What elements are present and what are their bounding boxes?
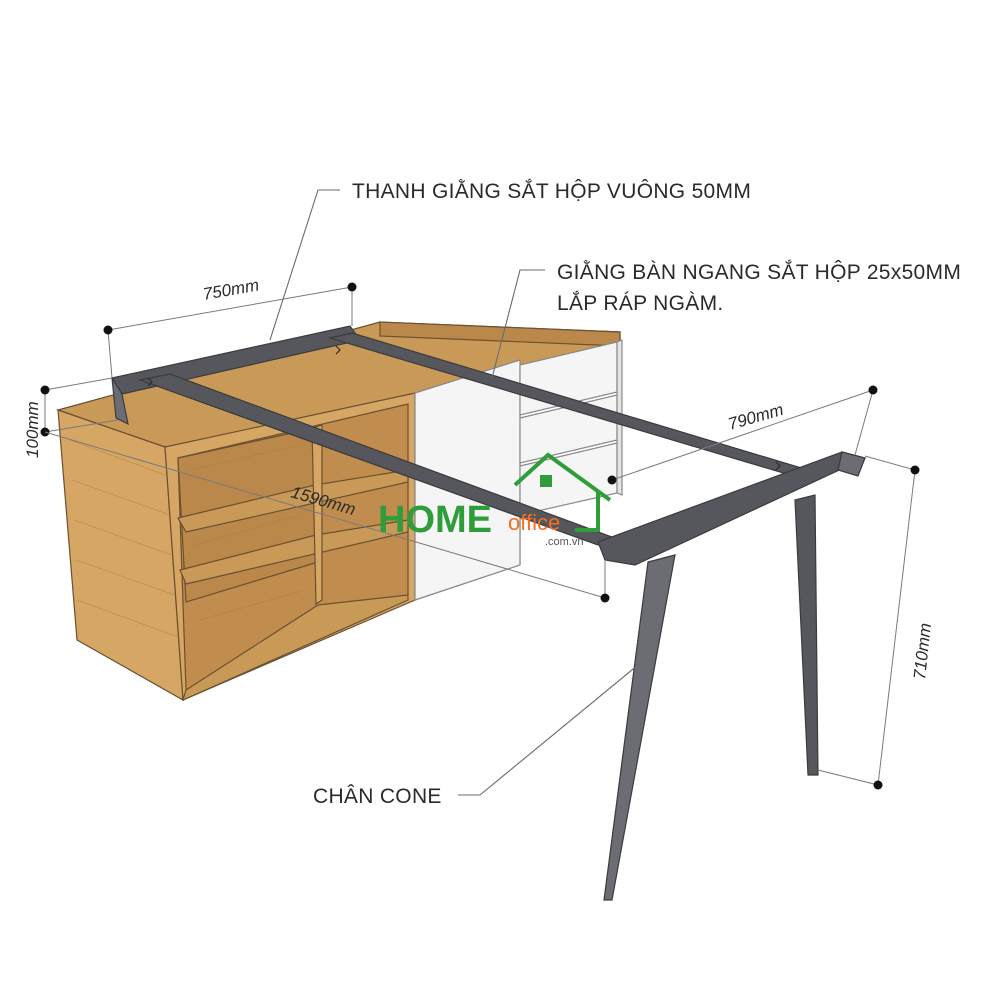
- shelf-2: [179, 519, 409, 585]
- crossbar-front-end: [837, 451, 866, 477]
- logo-office-text: office: [508, 510, 560, 535]
- logo-home-text: HOME: [378, 499, 492, 541]
- shelf-divider: [311, 424, 323, 606]
- cone-legs: [603, 494, 819, 901]
- shelf-bottom: [182, 594, 409, 702]
- callout-side-brace-2: LẮP RÁP NGÀM.: [557, 291, 724, 315]
- callouts: THANH GIẰNG SẮT HỘP VUÔNG 50MM GIẰNG BÀN…: [269, 179, 961, 808]
- drawer-unit-front: [414, 359, 521, 601]
- dim-790: 790mm: [726, 400, 786, 434]
- callout-crossbar: THANH GIẰNG SẮT HỘP VUÔNG 50MM: [352, 179, 751, 203]
- callout-leg: CHÂN CONE: [313, 785, 442, 808]
- homeoffice-logo: HOME office .com.vn: [378, 452, 612, 548]
- side-cabinet: [55, 321, 623, 702]
- callout-side-brace-1: GIẰNG BÀN NGANG SẮT HỘP 25x50MM: [557, 260, 961, 284]
- steel-frame: [111, 325, 867, 566]
- dim-100: 100mm: [23, 401, 42, 458]
- dim-710: 710mm: [910, 622, 935, 680]
- crossbar-front: [597, 451, 867, 566]
- logo-roof-icon: [513, 452, 612, 502]
- dim-750: 750mm: [201, 275, 260, 304]
- cabinet-left-panel: [57, 409, 184, 702]
- logo-domain-text: .com.vn: [545, 536, 584, 548]
- cone-leg-back: [794, 494, 819, 776]
- crossbar-back-end: [111, 377, 129, 426]
- logo-window-icon: [540, 475, 552, 487]
- cone-leg-front: [603, 554, 676, 901]
